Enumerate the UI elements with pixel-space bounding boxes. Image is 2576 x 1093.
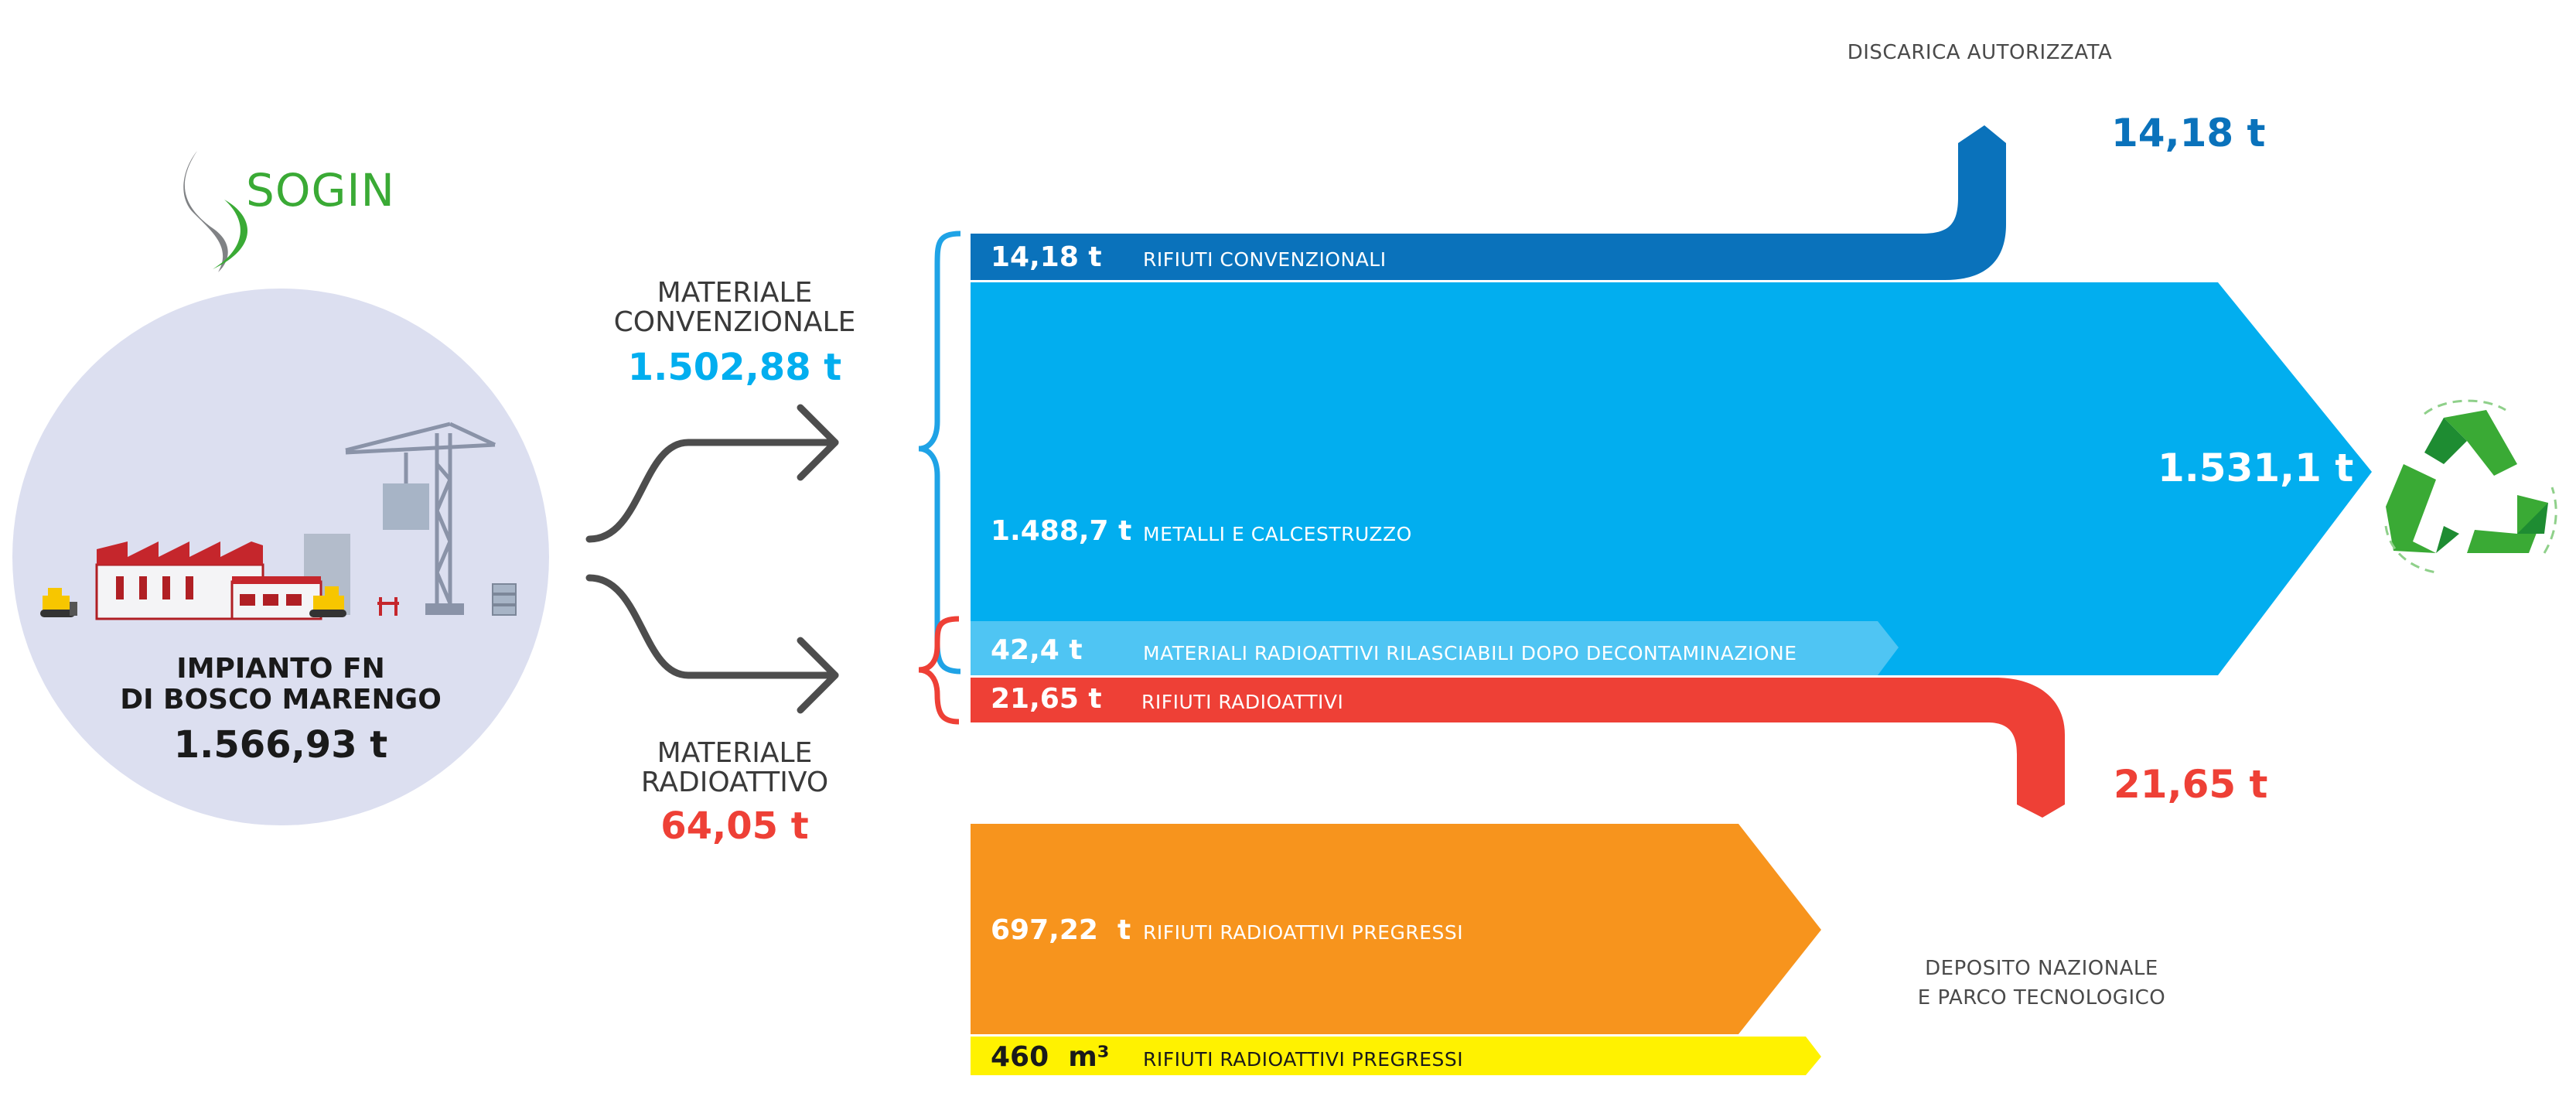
landfill-label: DISCARICA AUTORIZZATA xyxy=(1847,41,2113,64)
flow-legacy-waste-tons xyxy=(971,824,1821,1034)
flow-decontamination xyxy=(971,621,1899,675)
flow-radioactive-waste xyxy=(971,678,2065,818)
flow-amount: 14,18 t xyxy=(991,241,1102,273)
radioactive-bracket xyxy=(918,616,960,725)
arrow-to-conventional xyxy=(585,439,839,543)
sogin-logo-icon xyxy=(183,151,248,272)
conventional-bracket xyxy=(918,231,961,675)
flow-conventional-waste xyxy=(971,125,2006,280)
flow-amount: 460 m³ xyxy=(991,1041,1110,1073)
flow-label: RIFIUTI RADIOATTIVI xyxy=(1141,691,1344,713)
repository-line1: DEPOSITO NAZIONALE xyxy=(1925,957,2158,980)
repository-label: DEPOSITO NAZIONALE E PARCO TECNOLOGICO xyxy=(1887,954,2196,1013)
bulldozer-icon-right xyxy=(309,586,346,617)
flow-label: METALLI E CALCESTRUZZO xyxy=(1143,523,1412,545)
flow-label: RIFIUTI RADIOATTIVI PREGRESSI xyxy=(1143,921,1464,944)
flow-label: RIFIUTI RADIOATTIVI PREGRESSI xyxy=(1143,1048,1464,1071)
plant-circle xyxy=(12,289,549,825)
conventional-line2: CONVENZIONALE xyxy=(613,306,856,338)
recycling-value: 1.531,1 t xyxy=(2158,446,2354,490)
plant-title-line2: DI BOSCO MARENGO xyxy=(120,684,442,716)
flow-amount: 21,65 t xyxy=(991,683,1102,715)
conventional-category-title: MATERIALE CONVENZIONALE xyxy=(595,278,874,337)
plant-total: 1.566,93 t xyxy=(173,723,388,767)
radioactive-category-title: MATERIALE RADIOATTIVO xyxy=(595,739,874,798)
radioactive-line2: RADIOATTIVO xyxy=(640,767,829,798)
recycle-icon xyxy=(2384,399,2557,574)
flow-amount: 697,22 t xyxy=(991,914,1131,946)
radioactive-category-value: 64,05 t xyxy=(660,804,809,848)
logo-text: SOGIN xyxy=(246,164,395,217)
plant-title: IMPIANTO FN DI BOSCO MARENGO xyxy=(87,654,474,716)
flow-legacy-waste-volume xyxy=(971,1037,1821,1075)
landfill-value: 14,18 t xyxy=(2111,111,2266,155)
flow-amount: 1.488,7 t xyxy=(991,515,1132,547)
radioactive-line1: MATERIALE xyxy=(657,737,813,769)
arrow-to-radioactive xyxy=(585,574,839,679)
flow-label: MATERIALI RADIOATTIVI RILASCIABILI DOPO … xyxy=(1143,642,1797,664)
bulldozer-icon-left xyxy=(40,588,77,617)
conventional-category-value: 1.502,88 t xyxy=(627,346,842,389)
flow-metals-concrete xyxy=(971,282,2372,675)
plant-title-line1: IMPIANTO FN xyxy=(176,653,385,685)
factory-illustration xyxy=(40,422,517,620)
split-arrows xyxy=(585,404,839,714)
flow-label: RIFIUTI CONVENZIONALI xyxy=(1143,248,1387,271)
conventional-line1: MATERIALE xyxy=(657,277,813,309)
repository-line2: E PARCO TECNOLOGICO xyxy=(1917,986,2166,1009)
repository-value: 21,65 t xyxy=(2114,762,2268,807)
flow-amount: 42,4 t xyxy=(991,634,1083,666)
